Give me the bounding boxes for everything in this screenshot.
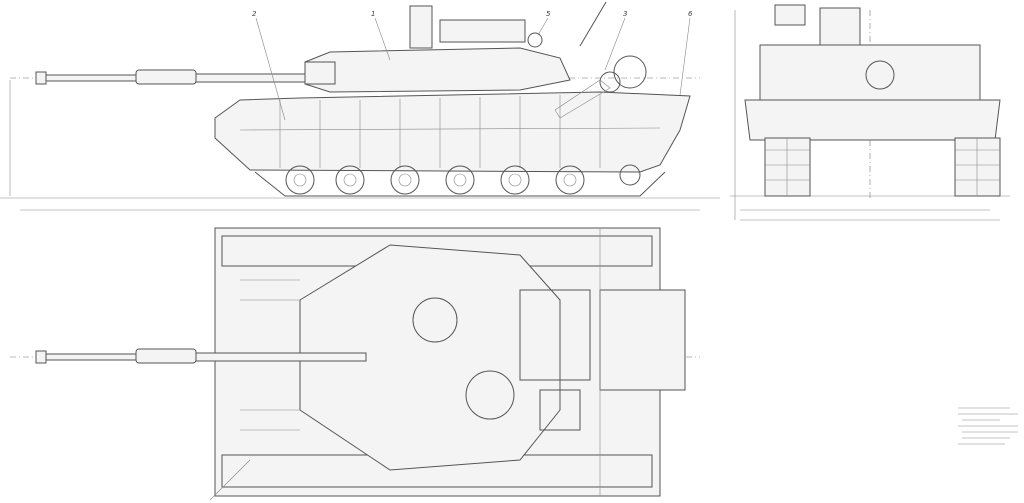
turret <box>304 47 571 93</box>
machine-gun-mount <box>439 19 526 43</box>
callout-label: 2 <box>252 10 257 18</box>
gun-barrel <box>35 69 307 85</box>
top-view <box>10 227 700 501</box>
hull <box>214 91 691 173</box>
callouts: 2 1 5 3 6 <box>252 10 693 121</box>
side-view: 2 1 5 3 6 <box>0 1 720 211</box>
turret-top <box>299 244 561 471</box>
gun-mantlet <box>304 61 336 85</box>
road-wheels <box>254 164 666 197</box>
callout-label: 5 <box>546 10 551 18</box>
callout-label: 1 <box>371 10 375 18</box>
handwritten-notes <box>958 407 1018 445</box>
sight-housing <box>409 5 433 49</box>
callout-label: 3 <box>623 10 627 18</box>
gun-barrel-top <box>35 348 367 364</box>
callout-label: 6 <box>688 10 693 18</box>
front-view <box>730 4 1010 221</box>
